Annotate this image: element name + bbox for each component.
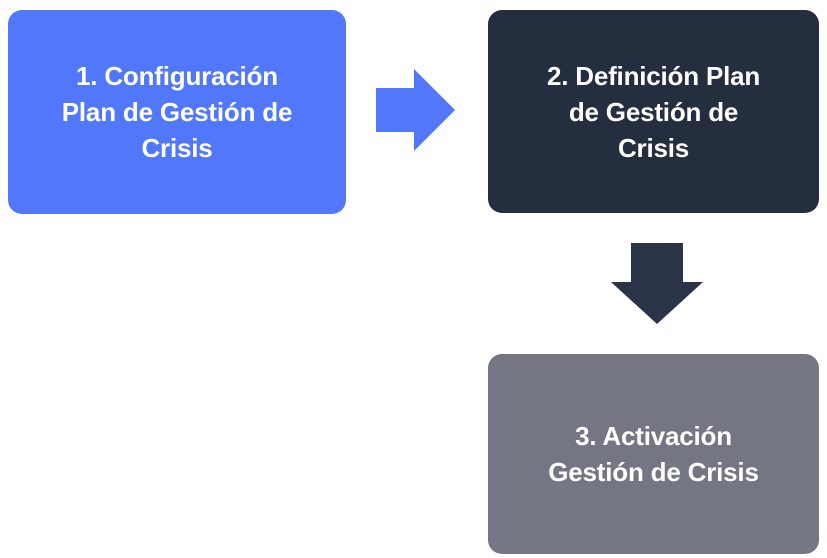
process-step-1-label: 1. Configuración Plan de Gestión de Cris…	[61, 61, 293, 163]
process-step-3-box[interactable]: 3. Activación Gestión de Crisis	[488, 354, 819, 554]
arrow-down-step2-to-step3	[611, 243, 703, 324]
process-step-1-box[interactable]: 1. Configuración Plan de Gestión de Cris…	[8, 10, 346, 214]
arrow-right-shape	[376, 69, 455, 151]
arrow-down-shape	[611, 243, 703, 324]
arrow-right-step1-to-step2	[376, 69, 455, 151]
process-step-3-label: 3. Activación Gestión de Crisis	[548, 421, 759, 487]
process-step-2-box[interactable]: 2. Definición Plan de Gestión de Crisis	[488, 10, 819, 213]
process-step-2-label: 2. Definición Plan de Gestión de Crisis	[546, 60, 761, 163]
